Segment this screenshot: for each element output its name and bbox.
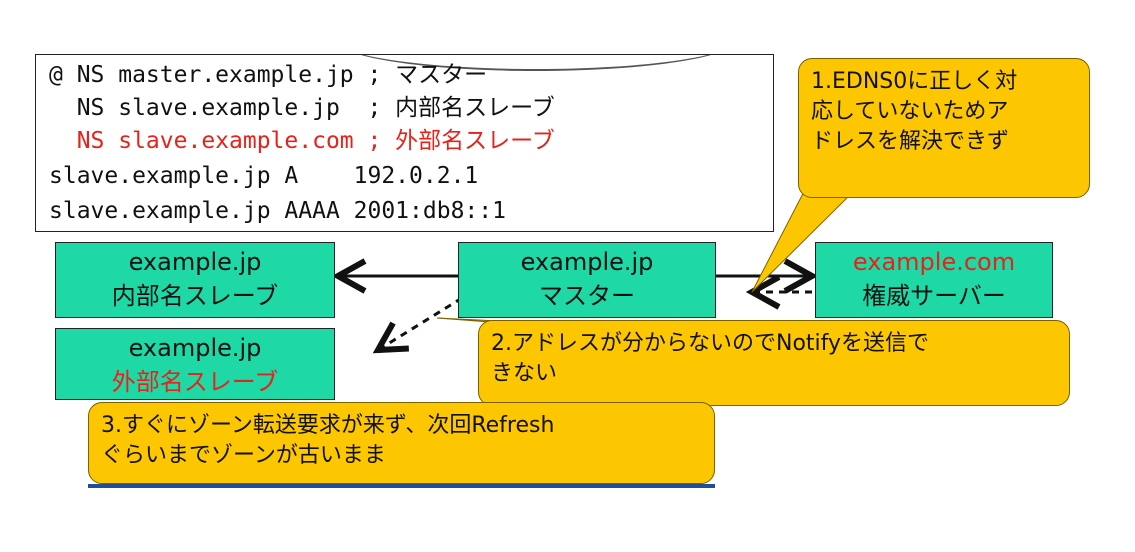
zone-line-2: NS slave.example.jp ; 内部名スレーブ	[49, 95, 555, 121]
zone-line-1: @ NS master.example.jp ; マスター	[49, 62, 488, 88]
node-external-slave-domain: example.jp	[128, 334, 262, 362]
callout-notify-failure-text: 2.アドレスが分からないのでNotifyを送信で きない	[491, 331, 930, 386]
zone-line-4: slave.example.jp A 192.0.2.1	[49, 163, 479, 189]
node-internal-slave-role: 内部名スレーブ	[111, 282, 279, 310]
callout-zone-stale-text: 3.すぐにゾーン転送要求が来ず、次回Refresh ぐらいまでゾーンが古いまま	[101, 413, 555, 468]
callout-notify-failure: 2.アドレスが分からないのでNotifyを送信で きない	[478, 320, 1070, 406]
node-authority: example.com 権威サーバー	[815, 242, 1053, 318]
node-master-role: マスター	[539, 282, 635, 310]
node-master-domain: example.jp	[520, 248, 654, 276]
callout-edns-failure-text: 1.EDNS0に正しく対 応していないためア ドレスを解決できず	[811, 69, 1018, 154]
zone-file-brace-decoration	[336, 55, 736, 71]
divider-bar	[88, 484, 715, 488]
node-master: example.jp マスター	[458, 242, 716, 318]
node-internal-slave-domain: example.jp	[128, 248, 262, 276]
callout-zone-stale: 3.すぐにゾーン転送要求が来ず、次回Refresh ぐらいまでゾーンが古いまま	[88, 402, 715, 484]
zone-file-panel: @ NS master.example.jp ; マスター NS slave.e…	[35, 54, 774, 232]
node-authority-domain: example.com	[852, 248, 1016, 276]
zone-line-3: NS slave.example.com ; 外部名スレーブ	[49, 128, 555, 154]
node-external-slave: example.jp 外部名スレーブ	[55, 328, 335, 400]
node-external-slave-role: 外部名スレーブ	[111, 368, 279, 396]
node-internal-slave: example.jp 内部名スレーブ	[55, 242, 335, 318]
node-authority-role: 権威サーバー	[862, 282, 1006, 310]
callout-edns-failure: 1.EDNS0に正しく対 応していないためア ドレスを解決できず	[798, 58, 1090, 198]
zone-line-5: slave.example.jp AAAA 2001:db8::1	[49, 198, 506, 224]
arrow-master-to-external-dashed	[378, 296, 463, 350]
